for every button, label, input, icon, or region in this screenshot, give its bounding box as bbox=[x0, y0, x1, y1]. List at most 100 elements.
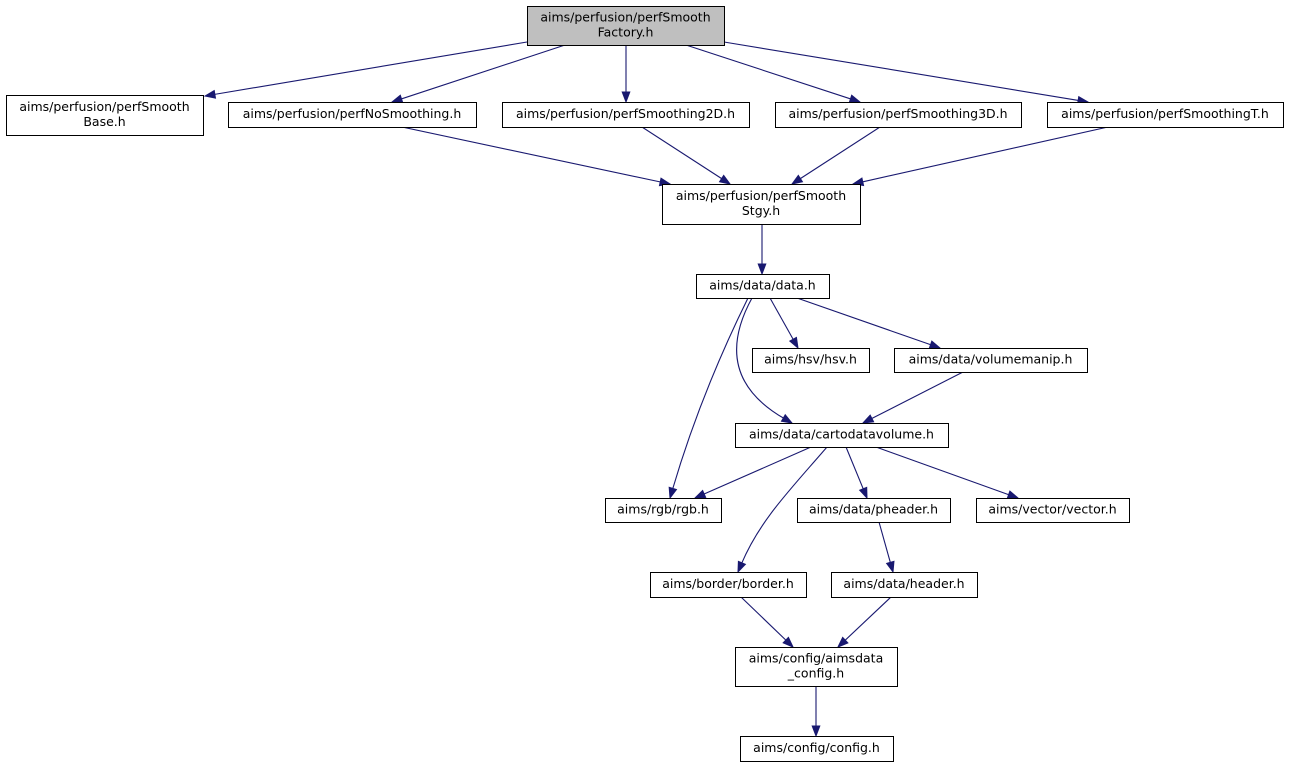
node-label: aims/data/data.h bbox=[709, 278, 815, 293]
edge-line bbox=[213, 41, 528, 96]
edge-smooth3d-to-stgy bbox=[790, 126, 881, 185]
node-label: Factory.h bbox=[598, 25, 654, 40]
node-label: aims/perfusion/perfSmooth bbox=[676, 188, 846, 203]
node-nosmooth[interactable]: aims/perfusion/perfNoSmoothing.h bbox=[228, 102, 477, 128]
node-box bbox=[605, 498, 722, 523]
edge-factory-to-smootht bbox=[723, 41, 1090, 105]
arrowhead-icon bbox=[858, 486, 868, 500]
edge-cartodatavolume-to-vector bbox=[875, 446, 1020, 499]
node-label: aims/config/aimsdata bbox=[749, 651, 883, 666]
node-smooth3d[interactable]: aims/perfusion/perfSmoothing3D.h bbox=[775, 102, 1022, 128]
node-rgb[interactable]: aims/rgb/rgb.h bbox=[605, 498, 722, 523]
node-box bbox=[735, 423, 949, 448]
node-label: aims/vector/vector.h bbox=[988, 502, 1116, 517]
edge-line bbox=[672, 297, 749, 490]
edge-line bbox=[641, 126, 723, 180]
node-vector[interactable]: aims/vector/vector.h bbox=[976, 498, 1130, 523]
node-label: Stgy.h bbox=[742, 203, 780, 218]
node-box bbox=[228, 102, 477, 128]
node-label: Base.h bbox=[83, 114, 125, 129]
node-header[interactable]: aims/data/header.h bbox=[831, 572, 978, 598]
edge-line bbox=[870, 371, 964, 420]
arrowhead-icon bbox=[782, 636, 795, 648]
edge-line bbox=[741, 446, 828, 564]
node-box bbox=[650, 572, 807, 598]
node-label: aims/data/cartodatavolume.h bbox=[749, 427, 934, 442]
node-box bbox=[740, 736, 894, 762]
node-box bbox=[831, 572, 978, 598]
node-box bbox=[797, 498, 951, 523]
edge-volumemanip-to-cartodatavolume bbox=[861, 371, 964, 424]
node-box bbox=[894, 348, 1088, 373]
edge-line bbox=[740, 596, 787, 642]
arrowhead-icon bbox=[885, 560, 895, 574]
node-label: aims/perfusion/perfSmooth bbox=[19, 99, 189, 114]
node-label: aims/perfusion/perfSmoothing2D.h bbox=[516, 106, 735, 121]
arrowhead-icon bbox=[848, 94, 862, 104]
edge-data-to-rgb bbox=[668, 297, 749, 500]
node-box bbox=[527, 6, 725, 46]
edge-line bbox=[400, 44, 566, 100]
node-box bbox=[735, 647, 898, 687]
node-label: aims/data/volumemanip.h bbox=[909, 352, 1073, 367]
arrowhead-icon bbox=[203, 89, 217, 99]
edge-factory-to-base bbox=[203, 41, 528, 99]
node-label: aims/perfusion/perfSmoothingT.h bbox=[1061, 106, 1269, 121]
node-data[interactable]: aims/data/data.h bbox=[696, 274, 830, 299]
edge-factory-to-smooth2d bbox=[621, 45, 631, 104]
edge-cartodatavolume-to-pheader bbox=[845, 446, 868, 500]
node-config[interactable]: aims/config/config.h bbox=[740, 736, 894, 762]
arrowhead-icon bbox=[780, 413, 794, 424]
edge-line bbox=[799, 126, 881, 180]
arrowhead-icon bbox=[718, 174, 732, 185]
nodes-layer: aims/perfusion/perfSmoothFactory.haims/p… bbox=[6, 6, 1284, 762]
node-label: aims/perfusion/perfNoSmoothing.h bbox=[243, 106, 462, 121]
arrowhead-icon bbox=[928, 340, 942, 349]
arrowhead-icon bbox=[790, 174, 804, 185]
arrowhead-icon bbox=[861, 414, 875, 424]
node-border[interactable]: aims/border/border.h bbox=[650, 572, 807, 598]
edge-line bbox=[703, 446, 812, 495]
edge-cartodatavolume-to-border bbox=[737, 446, 828, 574]
edge-data-to-volumemanip bbox=[796, 297, 942, 349]
edge-factory-to-smooth3d bbox=[685, 44, 862, 104]
edge-line bbox=[845, 446, 865, 490]
edge-border-to-aimsdataconfig bbox=[740, 596, 795, 648]
node-box bbox=[6, 95, 204, 136]
edge-stgy-to-data bbox=[757, 224, 767, 276]
edge-data-to-hsv bbox=[769, 297, 799, 350]
edge-line bbox=[736, 297, 785, 419]
edge-line bbox=[401, 126, 662, 183]
arrowhead-icon bbox=[737, 560, 747, 574]
arrowhead-icon bbox=[390, 94, 404, 104]
edge-smootht-to-stgy bbox=[851, 126, 1109, 187]
node-label: aims/border/border.h bbox=[662, 576, 794, 591]
node-smootht[interactable]: aims/perfusion/perfSmoothingT.h bbox=[1047, 102, 1284, 128]
arrowhead-icon bbox=[836, 636, 849, 648]
node-label: aims/config/config.h bbox=[753, 740, 880, 755]
node-smooth2d[interactable]: aims/perfusion/perfSmoothing2D.h bbox=[502, 102, 750, 128]
arrowhead-icon bbox=[788, 336, 799, 350]
edge-header-to-aimsdataconfig bbox=[836, 596, 892, 648]
edge-line bbox=[796, 297, 932, 346]
node-label: aims/perfusion/perfSmooth bbox=[540, 10, 710, 25]
arrowhead-icon bbox=[621, 91, 631, 104]
node-label: aims/data/pheader.h bbox=[809, 502, 938, 517]
node-cartodatavolume[interactable]: aims/data/cartodatavolume.h bbox=[735, 423, 949, 448]
edges-layer bbox=[203, 41, 1109, 738]
node-aimsdataconfig[interactable]: aims/config/aimsdata_config.h bbox=[735, 647, 898, 687]
edge-line bbox=[685, 44, 852, 100]
node-volumemanip[interactable]: aims/data/volumemanip.h bbox=[894, 348, 1088, 373]
node-pheader[interactable]: aims/data/pheader.h bbox=[797, 498, 951, 523]
arrowhead-icon bbox=[1006, 490, 1020, 499]
node-label: aims/data/header.h bbox=[843, 576, 964, 591]
node-hsv[interactable]: aims/hsv/hsv.h bbox=[752, 348, 870, 373]
node-box bbox=[1047, 102, 1284, 128]
node-label: aims/hsv/hsv.h bbox=[764, 352, 857, 367]
edge-line bbox=[875, 446, 1010, 496]
arrowhead-icon bbox=[693, 489, 707, 499]
